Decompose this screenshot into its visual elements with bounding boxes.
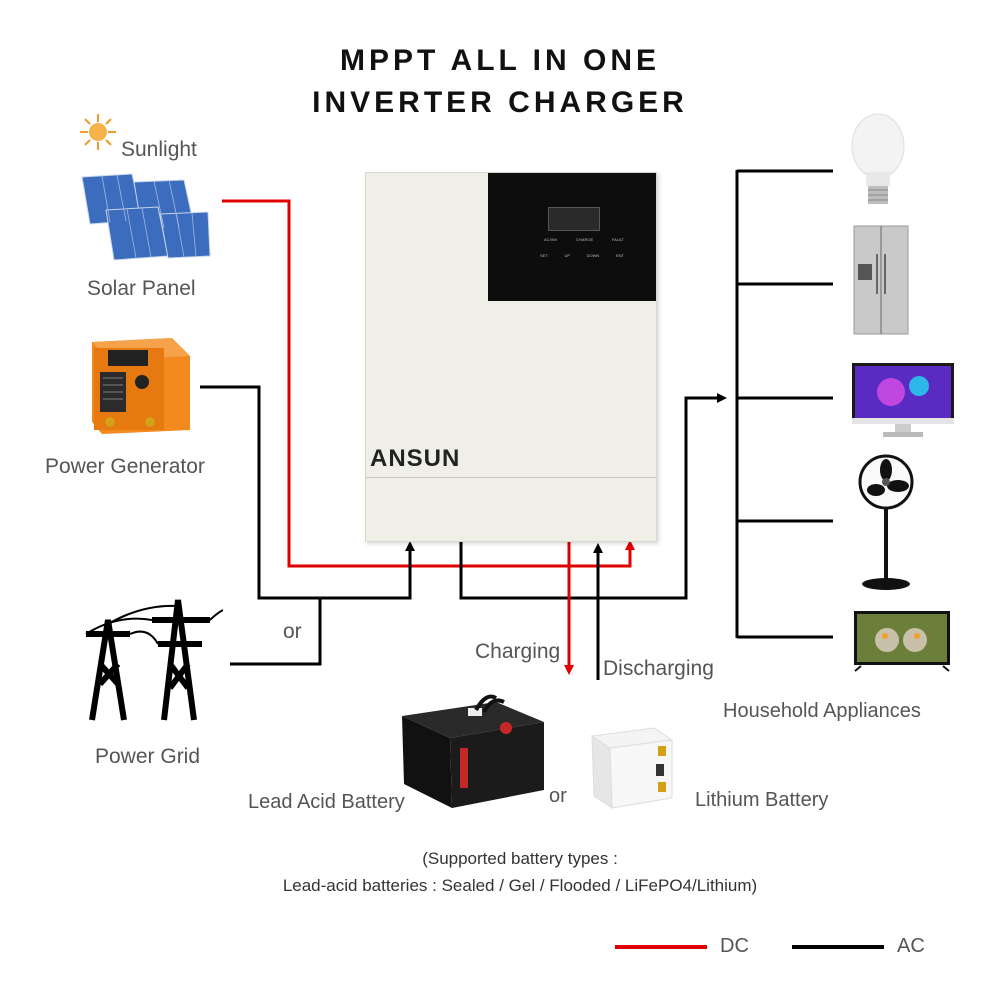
discharging-label: Discharging <box>603 657 714 680</box>
button-up[interactable]: UP <box>564 253 570 258</box>
lithium-battery-icon <box>590 727 674 809</box>
refrigerator-icon <box>853 225 909 335</box>
button-down[interactable]: DOWN <box>586 253 600 258</box>
inverter-brand-logo: ANSUN <box>370 445 461 472</box>
solar-panel-icon <box>81 173 211 261</box>
sun-icon <box>80 114 116 150</box>
charging-label: Charging <box>475 640 561 663</box>
household-appliances-label: Household Appliances <box>723 700 921 722</box>
lcd-screen <box>548 207 600 231</box>
light-bulb-icon <box>851 113 905 204</box>
generator-ac-wire <box>200 385 415 600</box>
diagram-title-line2: INVERTER CHARGER <box>312 86 688 119</box>
television-icon <box>854 611 950 672</box>
sunlight-label: Sunlight <box>121 138 197 161</box>
power-generator-label: Power Generator <box>45 455 205 478</box>
output-ac-wire <box>459 393 727 600</box>
led-label-charge: CHARGE <box>576 237 594 242</box>
lead-acid-battery-label: Lead Acid Battery <box>248 791 405 813</box>
or-label-batteries: or <box>549 785 567 807</box>
battery-types-note-line2: Lead-acid batteries : Sealed / Gel / Flo… <box>282 876 758 895</box>
battery-types-note-line1: (Supported battery types : <box>422 849 618 868</box>
solar-panel-label: Solar Panel <box>87 277 196 300</box>
solar-dc-wire <box>222 199 635 568</box>
power-grid-label: Power Grid <box>95 745 201 768</box>
or-label-sources: or <box>283 620 302 643</box>
legend-ac-swatch <box>792 945 884 949</box>
inverter-unit: AC/INV CHARGE FAULT SET UP DOWN ENT ANSU… <box>365 172 657 542</box>
lithium-battery-label: Lithium Battery <box>695 789 829 811</box>
legend-dc-label: DC <box>720 935 749 957</box>
generator-icon <box>92 338 190 434</box>
grid-ac-wire <box>230 598 322 666</box>
led-label-acinv: AC/INV <box>544 237 558 242</box>
legend-dc-swatch <box>615 945 707 949</box>
diagram-title-line1: MPPT ALL IN ONE <box>339 44 660 77</box>
standing-fan-icon <box>858 454 914 590</box>
lead-acid-battery-icon <box>402 694 544 808</box>
legend-ac-label: AC <box>897 935 925 957</box>
power-grid-tower-icon <box>85 599 223 721</box>
button-ent[interactable]: ENT <box>615 253 624 258</box>
led-label-fault: FAULT <box>611 237 624 242</box>
button-set[interactable]: SET <box>540 253 548 258</box>
inverter-control-panel: AC/INV CHARGE FAULT SET UP DOWN ENT <box>488 173 656 301</box>
computer-monitor-icon <box>852 363 954 437</box>
